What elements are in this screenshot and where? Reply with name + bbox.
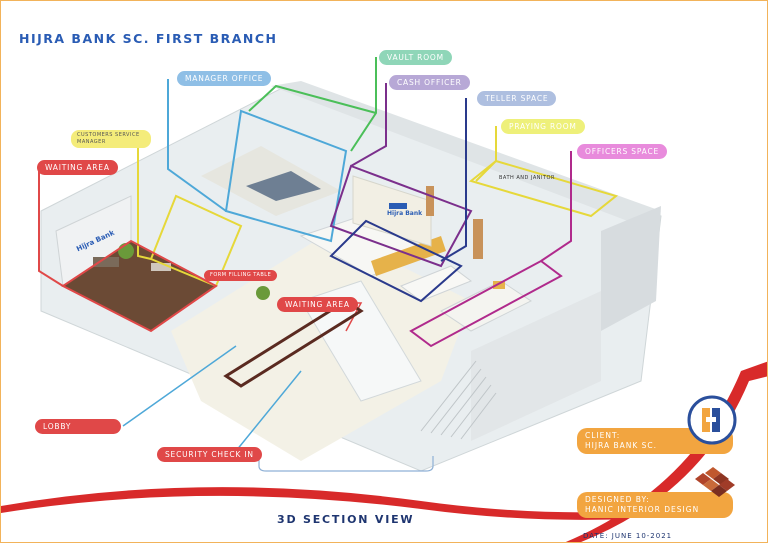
label-security-check-in: SECURITY CHECK IN <box>157 447 262 462</box>
label-teller-space: TELLER SPACE <box>477 91 557 106</box>
waiting-area-leader <box>38 169 64 287</box>
staircase-wall <box>471 291 601 441</box>
label-manager-office: MANAGER OFFICE <box>177 71 272 86</box>
teller-back-wall <box>352 175 432 247</box>
label-waiting-area-center: WAITING AREA <box>277 297 358 312</box>
queue-rail <box>223 299 364 388</box>
client-value: HIJRA BANK SC. <box>585 441 658 450</box>
drawing-title: HIJRA BANK SC. FIRST BRANCH <box>19 31 278 46</box>
label-cash-officer: CASH OFFICER <box>389 75 470 90</box>
section-bracket <box>258 456 434 472</box>
teller-sign-plate <box>389 203 407 209</box>
officers-space-leader <box>540 151 572 262</box>
teller-wall-sign: Hijra Bank <box>387 210 423 217</box>
customer-service-leader <box>137 146 152 260</box>
waiting-sofa <box>93 257 119 267</box>
lobby-leader <box>122 345 237 427</box>
teller-space-leader <box>440 98 467 262</box>
client-logo-icon <box>687 395 737 445</box>
praying-room-outline <box>468 159 619 218</box>
counter-accent <box>371 236 446 276</box>
drawing-date: DATE: JUNE 10-2021 <box>583 532 673 540</box>
label-lobby: LOBBY <box>35 419 121 434</box>
label-form-filling-table: FORM FILLING TABLE <box>204 270 278 281</box>
manager-office-outline <box>224 109 348 243</box>
right-wall <box>601 206 661 331</box>
teller-space-outline <box>329 219 463 303</box>
staircase <box>420 360 497 440</box>
designer-value: HANIC INTERIOR DESIGN <box>585 505 700 514</box>
wood-panel <box>473 219 483 259</box>
designer-logo-icon <box>695 467 735 497</box>
officer-chair <box>493 281 505 289</box>
client-label: CLIENT: <box>585 431 621 440</box>
manager-desk <box>246 171 321 201</box>
cash-officer-leader <box>350 83 387 167</box>
bottom-swoosh-inner <box>1 495 767 542</box>
cash-officer-outline <box>329 164 473 268</box>
waiting-armchair <box>151 263 171 271</box>
cash-officer-counter <box>399 265 473 302</box>
wood-panel-2 <box>426 186 434 216</box>
vault-room-outline <box>248 84 377 114</box>
plant-center <box>256 286 270 300</box>
manager-office-leader <box>167 79 227 212</box>
officer-desk <box>440 280 532 332</box>
security-leader <box>235 370 302 452</box>
view-title: 3D SECTION VIEW <box>277 513 415 526</box>
label-officers-space: OFFICERS SPACE <box>577 144 668 159</box>
designer-label: DESIGNED BY: <box>585 495 650 504</box>
designer-box: DESIGNED BY: HANIC INTERIOR DESIGN <box>577 492 733 518</box>
label-praying-room: PRAYING ROOM <box>501 119 585 134</box>
officers-space-outline <box>409 259 563 348</box>
customer-service-outline <box>149 194 243 288</box>
label-bath-and-janitor: BATH AND JANITOR <box>499 175 555 181</box>
label-vault-room: VAULT ROOM <box>379 50 452 65</box>
waiting-area-outline <box>61 239 218 333</box>
label-waiting-area-left: WAITING AREA <box>37 160 118 175</box>
label-customers-service-manager: CUSTOMERS SERVICE MANAGER <box>71 130 151 148</box>
